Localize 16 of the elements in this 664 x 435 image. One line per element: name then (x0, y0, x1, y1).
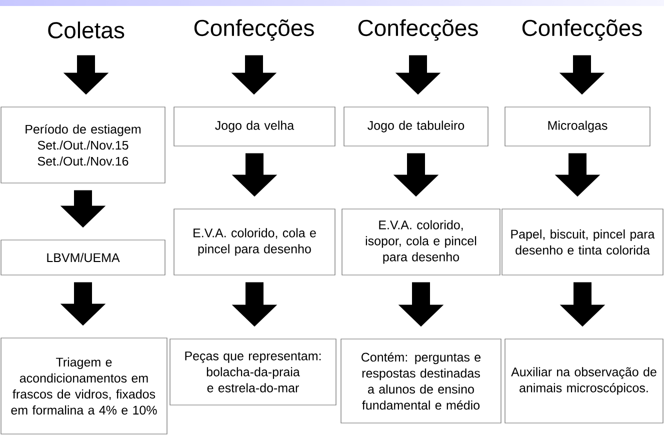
step-box: Papel, biscuit, pincel para desenho e tinta colorida (502, 208, 664, 276)
step-box: E.V.A. colorido, isopor, cola e pincel para desenho (342, 208, 500, 276)
step-box: Triagem e acondicionamentos em frascos de vidros, fixados em formalina a 4% e 10% (0, 338, 168, 434)
heading: Confecções (194, 19, 314, 41)
step-box: Contém: perguntas e respostas destinadas a alunos de ensino fundamental e médio (340, 338, 502, 424)
heading: Confecções (522, 19, 642, 41)
step-box: Peças que representam: bolacha-da-praia e estrela-do-mar (170, 338, 336, 406)
heading: Coletas (48, 22, 124, 38)
step-box: Jogo da velha (174, 106, 336, 146)
step-box: E.V.A. colorido, cola e pincel para desenho (174, 208, 336, 276)
step-box: Microalgas (504, 106, 650, 146)
step-box: Jogo de tabuleiro (344, 106, 488, 146)
step-box: Auxiliar na observação de animais microscópicos. (504, 338, 664, 424)
step-box: Período de estiagem Set./Out./Nov.15 Set./Out./Nov.16 (0, 106, 166, 184)
step-box: LBVM/UEMA (0, 240, 166, 276)
heading: Confecções (358, 19, 478, 41)
